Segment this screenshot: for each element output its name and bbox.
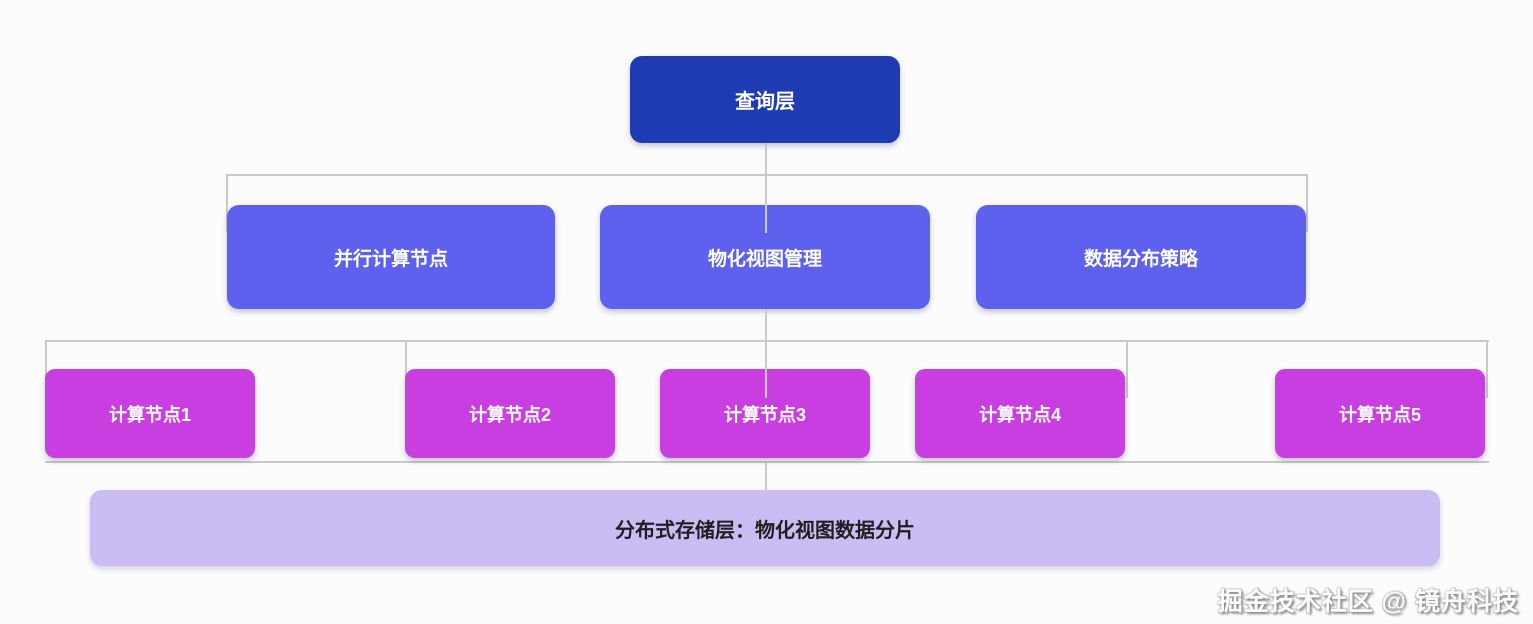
connector-row3-drop-4 <box>1126 340 1128 398</box>
node-storage-layer: 分布式存储层：物化视图数据分片 <box>90 490 1440 566</box>
connector-row3-horizontal <box>45 340 1489 342</box>
connector-row3-drop-2 <box>405 340 407 398</box>
node-compute-5: 计算节点5 <box>1275 369 1485 458</box>
connector-row2-horizontal <box>226 174 1308 176</box>
connector-row2-right-drop <box>1306 174 1308 232</box>
node-query-layer: 查询层 <box>630 56 900 143</box>
node-compute-2: 计算节点2 <box>405 369 615 458</box>
node-compute-1: 计算节点1 <box>45 369 255 458</box>
connector-storage-horizontal <box>45 461 1489 463</box>
node-compute-4: 计算节点4 <box>915 369 1125 458</box>
node-data-distribution-strategy: 数据分布策略 <box>976 205 1306 309</box>
node-parallel-compute: 并行计算节点 <box>227 205 555 309</box>
connector-row3-drop-1 <box>45 340 47 398</box>
connector-storage-center-drop <box>765 461 767 492</box>
connector-root-center <box>765 143 767 233</box>
watermark-text: 掘金技术社区 @ 镜舟科技 <box>1217 588 1519 616</box>
connector-row3-drop-5 <box>1486 340 1488 398</box>
connector-mid-center <box>765 309 767 398</box>
connector-row2-left-drop <box>226 174 228 232</box>
